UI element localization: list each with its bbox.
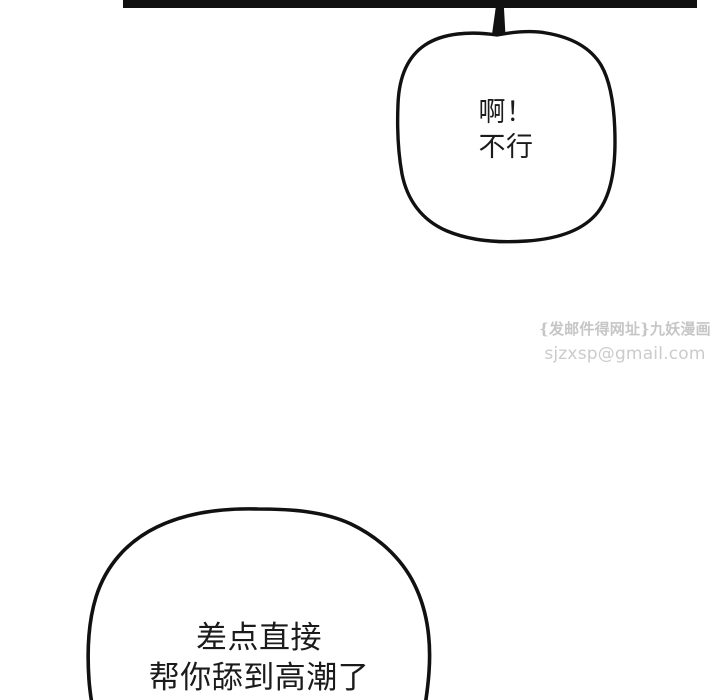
comic-panel-edge-highlight [123,8,697,10]
bubble-bottom-line-2: 帮你舔到高潮了 [148,660,370,697]
watermark-site-text: {发邮件得网址}九妖漫画 [539,320,711,338]
speech-bubble-bottom-text: 差点直接 帮你舔到高潮了 [90,618,428,699]
bubble-bottom-line-1: 差点直接 [196,620,322,656]
watermark: {发邮件得网址}九妖漫画 sjzxsp@gmail.com [530,318,720,368]
speech-bubble-top-text: 啊！ 不行 [400,96,612,165]
bubble-top-line-2: 不行 [478,131,534,163]
bubble-top-line-1: 啊！ [478,97,534,128]
watermark-email-text: sjzxsp@gmail.com [544,343,706,364]
comic-panel-edge [123,0,697,8]
speech-bubble-top-tail [488,3,506,56]
